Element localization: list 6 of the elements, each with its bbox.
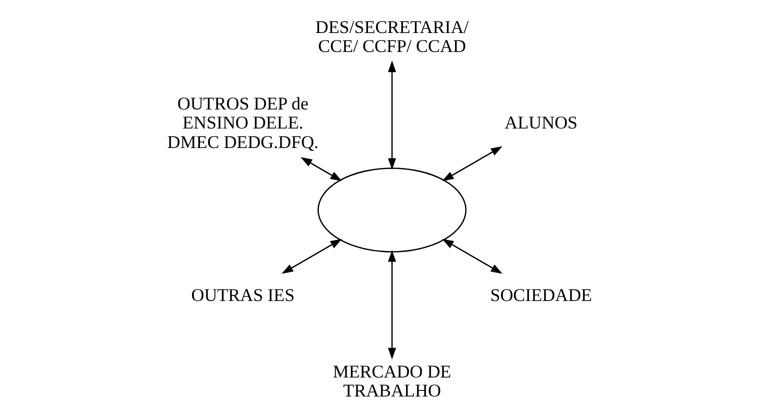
node-text: ALUNOS xyxy=(504,112,578,133)
node-text: OUTRAS IES xyxy=(190,284,294,305)
node-text: OUTROS DEP de ENSINO DELE. DMEC DEDG.DFQ. xyxy=(166,93,318,152)
node-text: DES/SECRETARIA/ CCE/ CCFP/ CCAD xyxy=(314,16,468,56)
node-text: SOCIEDADE xyxy=(490,284,592,305)
node-text: MERCADO DE TRABALHO xyxy=(332,361,451,401)
